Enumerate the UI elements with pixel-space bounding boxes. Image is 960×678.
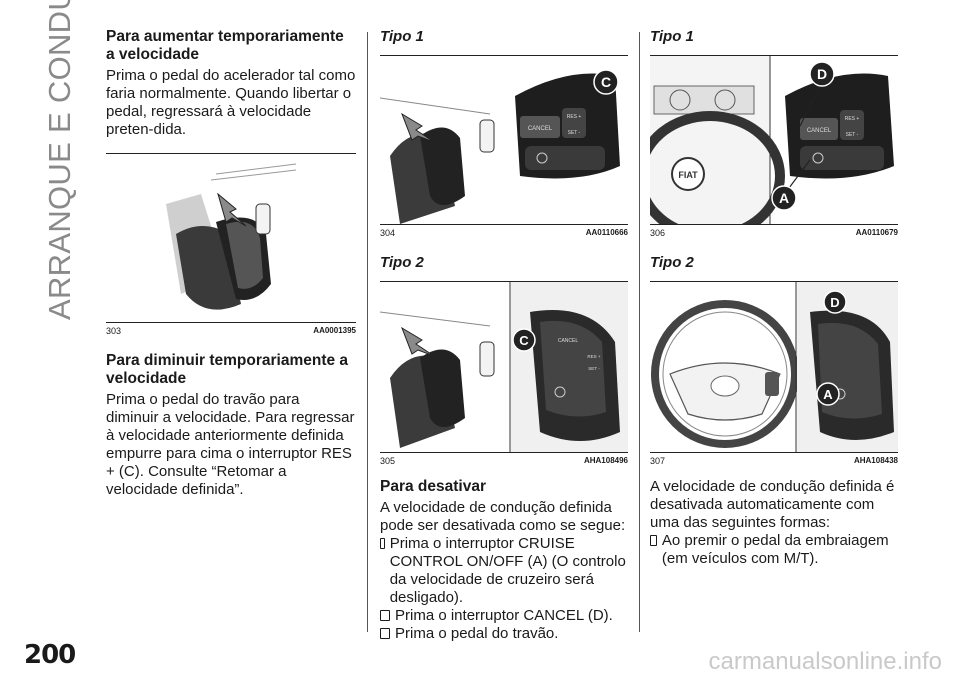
callout-a: A — [823, 387, 833, 402]
figure-title: Tipo 2 — [380, 254, 424, 271]
figure-number: 305 — [380, 456, 396, 466]
figure-code: AHA108496 — [583, 456, 628, 465]
fiat-emblem: FIAT — [678, 170, 698, 180]
dashboard-illustration: FIAT CANCEL RES + SET - D A — [650, 56, 894, 224]
figure-caption: 304 AA0110666 — [380, 228, 628, 238]
column-divider — [639, 32, 640, 632]
figure-caption: 303 AA0001395 — [106, 326, 356, 336]
list-item-text: Prima o pedal do travão. — [395, 625, 559, 642]
list-item-text: Prima o interruptor CRUISE CONTROL ON/OF… — [389, 535, 626, 606]
figure-307: D A — [650, 281, 898, 453]
paragraph-decrease-speed: Prima o pedal do travão para diminuir a … — [106, 391, 355, 498]
pedal-illustration — [166, 163, 297, 310]
set-label: SET - — [568, 130, 581, 136]
list-item: Prima o interruptor CRUISE CONTROL ON/OF… — [380, 535, 628, 607]
watermark: carmanualsonline.info — [708, 648, 942, 675]
figure-code: AA0110679 — [855, 228, 898, 237]
list-item-text: Ao premir o pedal da embraiagem (em veíc… — [661, 532, 889, 567]
cancel-label: CANCEL — [528, 126, 553, 132]
figure-code: AHA108438 — [853, 456, 898, 465]
set-label: SET - — [846, 132, 859, 138]
section-sidebar: ARRANQUE E CONDUÇÃO — [28, 0, 88, 320]
callout-c: C — [519, 333, 529, 348]
figure-306: FIAT CANCEL RES + SET - D A — [650, 55, 898, 225]
steering-switch-illustration: CANCEL RES + SET - C — [380, 282, 628, 452]
checkbox-bullet-icon — [380, 538, 385, 549]
figure-number: 303 — [106, 326, 122, 336]
figure-code: AA0001395 — [313, 326, 356, 335]
cancel-label: CANCEL — [558, 338, 579, 344]
figure-title: Tipo 1 — [380, 28, 424, 45]
figure-title: Tipo 2 — [650, 254, 694, 271]
figure-number: 304 — [380, 228, 396, 238]
list-item-text: Prima o interruptor CANCEL (D). — [395, 607, 613, 624]
steering-switch-illustration: CANCEL RES + SET - C — [380, 69, 620, 224]
set-label: SET - — [588, 366, 600, 371]
paragraph-auto-deactivate: A velocidade de condução definida é desa… — [650, 478, 895, 531]
figure-305: CANCEL RES + SET - C — [380, 281, 628, 453]
callout-c: C — [601, 74, 611, 90]
heading-increase-speed: Para aumentar temporariamente a velocida… — [106, 28, 344, 63]
list-item: Ao premir o pedal da embraiagem (em veíc… — [650, 532, 898, 568]
callout-d: D — [830, 295, 839, 310]
figure-caption: 306 AA0110679 — [650, 228, 898, 238]
res-label: RES + — [845, 116, 860, 122]
figure-303 — [106, 153, 356, 323]
column-3: Tipo 1 FIAT CANCEL RES + SET - D A — [650, 28, 898, 568]
column-1: Para aumentar temporariamente a velocida… — [106, 28, 356, 499]
list-item: Prima o pedal do travão. — [380, 625, 628, 643]
steering-wheel-illustration: D A — [651, 282, 898, 452]
section-title: ARRANQUE E CONDUÇÃO — [42, 0, 77, 320]
page-number: 200 — [24, 640, 76, 670]
paragraph-increase-speed: Prima o pedal do acelerador tal como far… — [106, 67, 356, 138]
callout-a: A — [779, 190, 789, 206]
column-2: Tipo 1 CANCEL RES + SET - C 304 AA011066… — [380, 28, 628, 643]
figure-304: CANCEL RES + SET - C — [380, 55, 628, 225]
cancel-label: CANCEL — [807, 128, 832, 134]
checkbox-bullet-icon — [380, 610, 390, 621]
res-label: RES + — [567, 114, 582, 120]
column-divider — [367, 32, 368, 632]
callout-d: D — [817, 66, 827, 82]
figure-code: AA0110666 — [585, 228, 628, 237]
checkbox-bullet-icon — [650, 535, 657, 546]
figure-title: Tipo 1 — [650, 28, 694, 45]
figure-number: 307 — [650, 456, 666, 466]
heading-decrease-speed: Para diminuir temporariamente a velocida… — [106, 352, 349, 387]
figure-caption: 305 AHA108496 — [380, 456, 628, 466]
figure-number: 306 — [650, 228, 666, 238]
paragraph-deactivate: A velocidade de condução definida pode s… — [380, 499, 626, 534]
checkbox-bullet-icon — [380, 628, 390, 639]
figure-caption: 307 AHA108438 — [650, 456, 898, 466]
heading-deactivate: Para desativar — [380, 478, 486, 495]
list-item: Prima o interruptor CANCEL (D). — [380, 607, 628, 625]
res-label: RES + — [587, 354, 601, 359]
